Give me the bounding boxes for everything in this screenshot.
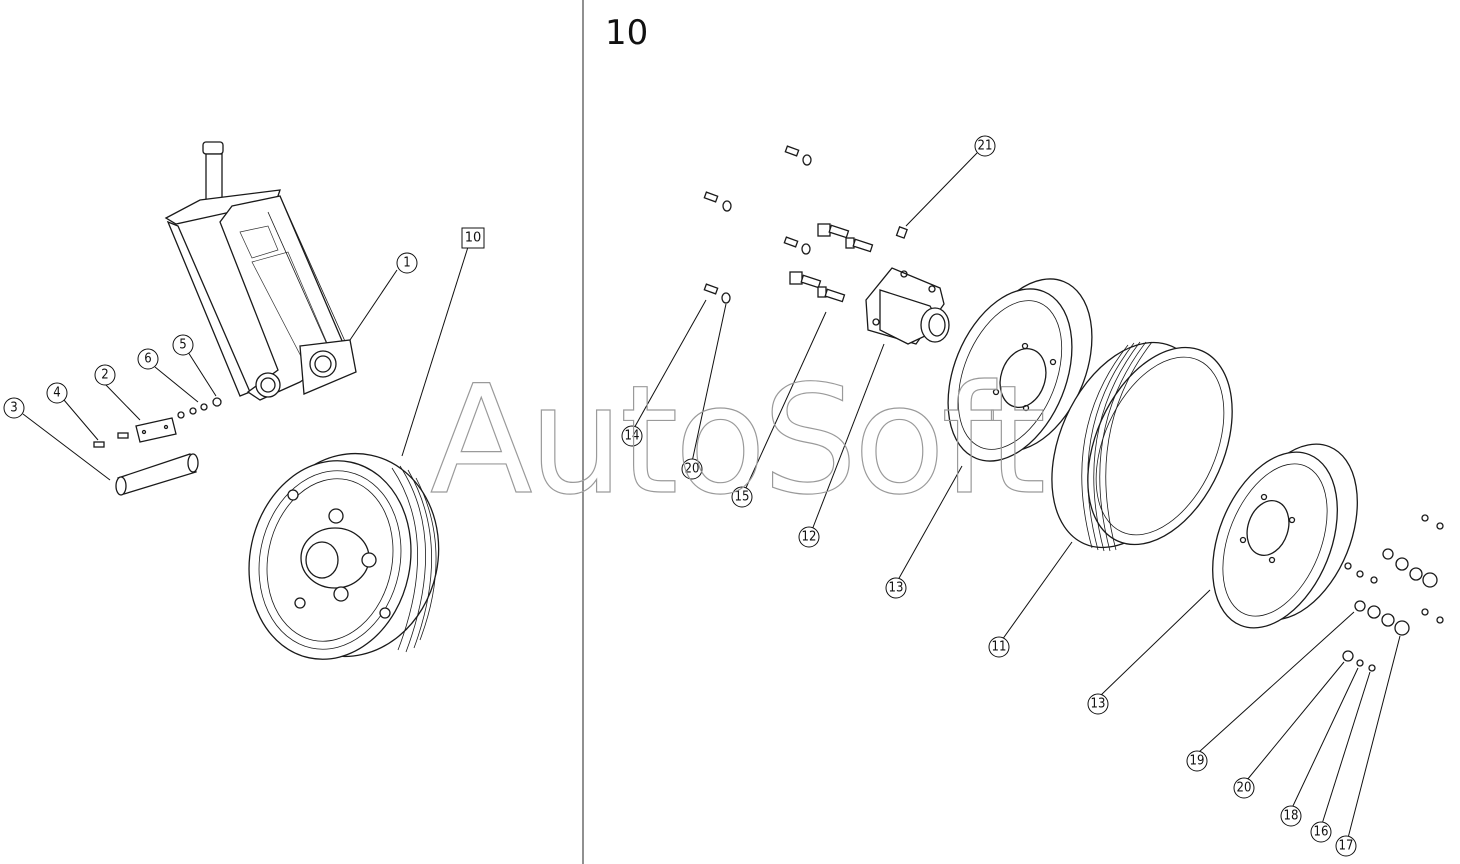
svg-text:20: 20: [685, 462, 700, 477]
callout-3: 3: [3, 397, 25, 419]
right-leaders: [632, 152, 1401, 839]
left-view: 1 2 3 4 6 5 10: [3, 141, 485, 660]
callout-2: 2: [94, 364, 116, 386]
assembly-callout-10: 10: [461, 227, 485, 249]
svg-text:5: 5: [179, 338, 186, 353]
wheel-assembly: [248, 452, 440, 660]
svg-text:6: 6: [144, 352, 151, 367]
wheel-half-right: [1212, 443, 1358, 629]
svg-text:17: 17: [1339, 839, 1354, 854]
callout-13-right: 13: [1087, 693, 1109, 715]
wheel-half-left: [947, 278, 1093, 462]
callout-5: 5: [172, 334, 194, 356]
bolts-and-washers: [703, 145, 908, 304]
svg-text:2: 2: [101, 368, 108, 383]
svg-text:14: 14: [625, 429, 640, 444]
left-leaders: [22, 246, 469, 481]
tyre: [1051, 341, 1233, 552]
nuts-and-washers: [1342, 514, 1444, 672]
svg-text:1: 1: [403, 256, 410, 271]
callout-12: 12: [798, 526, 820, 548]
svg-text:19: 19: [1190, 754, 1205, 769]
callout-19: 19: [1186, 750, 1208, 772]
watermark: AutoSoft: [430, 354, 1043, 528]
right-view: 21 14 20 15 12 13 11 13: [621, 135, 1444, 857]
fork-bracket: [164, 141, 357, 401]
svg-text:16: 16: [1314, 825, 1329, 840]
svg-text:10: 10: [465, 231, 482, 246]
svg-text:18: 18: [1284, 809, 1299, 824]
small-hardware-left: [93, 397, 222, 448]
axle-tube: [115, 453, 199, 496]
callout-16: 16: [1310, 821, 1332, 843]
callout-11: 11: [988, 636, 1010, 658]
svg-text:3: 3: [10, 401, 17, 416]
callout-6: 6: [137, 348, 159, 370]
callout-4: 4: [46, 382, 68, 404]
sheet-number: 10: [605, 13, 648, 53]
svg-text:11: 11: [992, 640, 1007, 655]
callout-20-lower: 20: [1233, 777, 1255, 799]
svg-text:13: 13: [889, 581, 904, 596]
callout-14: 14: [621, 425, 643, 447]
svg-text:20: 20: [1237, 781, 1252, 796]
callout-18: 18: [1280, 805, 1302, 827]
callout-1: 1: [396, 252, 418, 274]
callout-13-left: 13: [885, 577, 907, 599]
svg-text:15: 15: [735, 490, 750, 505]
svg-text:21: 21: [978, 139, 993, 154]
svg-text:13: 13: [1091, 697, 1106, 712]
callout-20-upper: 20: [681, 458, 703, 480]
svg-text:12: 12: [802, 530, 817, 545]
bearing-housing: [865, 267, 950, 345]
callout-17: 17: [1335, 835, 1357, 857]
svg-text:4: 4: [53, 386, 60, 401]
callout-21: 21: [974, 135, 996, 157]
callout-15: 15: [731, 486, 753, 508]
